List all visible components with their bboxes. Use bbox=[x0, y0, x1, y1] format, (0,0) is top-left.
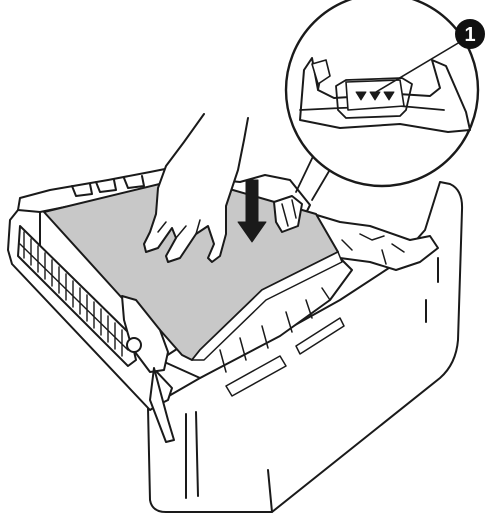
tray-back-wall-tabs bbox=[71, 175, 145, 197]
tray-left-grip-outline bbox=[17, 225, 137, 367]
width-guide-clip-detail bbox=[281, 199, 297, 227]
triangle-mark-icon bbox=[383, 91, 395, 101]
lever-arm bbox=[149, 367, 175, 443]
width-guide-clip bbox=[273, 195, 303, 233]
tray-front-panel bbox=[147, 181, 464, 513]
tray-left-grip-rail bbox=[19, 243, 129, 351]
triangle-marks bbox=[355, 91, 395, 101]
lever-knob bbox=[126, 337, 142, 353]
length-guide-lever bbox=[121, 295, 169, 373]
paper-stack-edge bbox=[191, 251, 343, 361]
triangle-mark-icon bbox=[355, 91, 367, 101]
tray-floor-slots bbox=[225, 317, 345, 397]
down-arrow-icon bbox=[237, 179, 267, 243]
magnified-detail bbox=[284, 0, 480, 188]
detail-pointer-line bbox=[375, 35, 471, 93]
callout-badge: 1 bbox=[455, 19, 485, 49]
callout-badge-circle bbox=[455, 19, 485, 49]
callout-number: 1 bbox=[464, 24, 475, 46]
tray-front-inner-edge bbox=[185, 411, 199, 499]
triangle-mark-icon bbox=[369, 91, 381, 101]
hand-icon bbox=[143, 113, 249, 263]
detail-left-tab bbox=[311, 59, 331, 85]
hand-finger-creases bbox=[157, 219, 201, 239]
tray-front-vertical-lines bbox=[267, 257, 439, 513]
tray-right-rail-details bbox=[341, 233, 405, 265]
tray-floor-ribs bbox=[219, 287, 331, 373]
tray-left-grip-ribs bbox=[23, 231, 123, 357]
